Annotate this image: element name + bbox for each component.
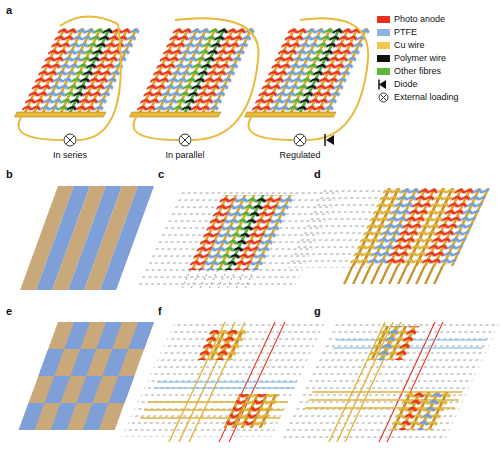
legend-text: External loading	[394, 92, 459, 102]
diode-symbol	[325, 134, 334, 146]
panel-letter: g	[314, 305, 321, 317]
legend-swatch	[377, 29, 390, 36]
stripe-pattern	[20, 186, 154, 290]
legend-text: Diode	[394, 79, 418, 89]
legend-item: Cu wire	[377, 40, 425, 50]
legend-swatch	[377, 16, 390, 23]
patch-grid	[279, 322, 500, 442]
panel-letter: d	[314, 168, 321, 180]
legend-symbol	[377, 81, 390, 88]
panel-letter: a	[6, 4, 12, 16]
legend-text: Photo anode	[394, 14, 445, 24]
fabric-regulated	[244, 28, 375, 117]
external-loading-symbol	[64, 134, 306, 146]
circuit-wires	[18, 16, 368, 140]
circuit-caption: Regulated	[279, 151, 320, 161]
legend-swatch	[377, 42, 390, 49]
legend-item: Polymer wire	[377, 53, 446, 63]
legend-symbol	[377, 94, 390, 101]
legend-item: Photo anode	[377, 14, 445, 24]
legend-text: Cu wire	[394, 40, 425, 50]
fabric-series	[14, 28, 145, 117]
external-loading-symbol	[377, 92, 390, 103]
circuit-caption: In series	[53, 151, 87, 161]
legend-text: Polymer wire	[394, 53, 446, 63]
diode-symbol	[377, 79, 390, 90]
panel-letter: c	[158, 168, 164, 180]
legend-item: Diode	[377, 79, 418, 89]
legend-swatch	[377, 55, 390, 62]
circuit-caption: In parallel	[165, 151, 204, 161]
legend-item: External loading	[377, 92, 459, 102]
legend-swatch	[377, 68, 390, 75]
legend-text: PTFE	[394, 27, 417, 37]
fabric-block	[280, 188, 490, 284]
panel-letter: b	[6, 168, 13, 180]
legend-item: PTFE	[377, 27, 417, 37]
panel-letter: e	[6, 305, 12, 317]
legend-text: Other fibres	[394, 66, 441, 76]
legend-item: Other fibres	[377, 66, 441, 76]
panel-letter: f	[158, 305, 162, 317]
fabric-parallel	[129, 28, 260, 117]
